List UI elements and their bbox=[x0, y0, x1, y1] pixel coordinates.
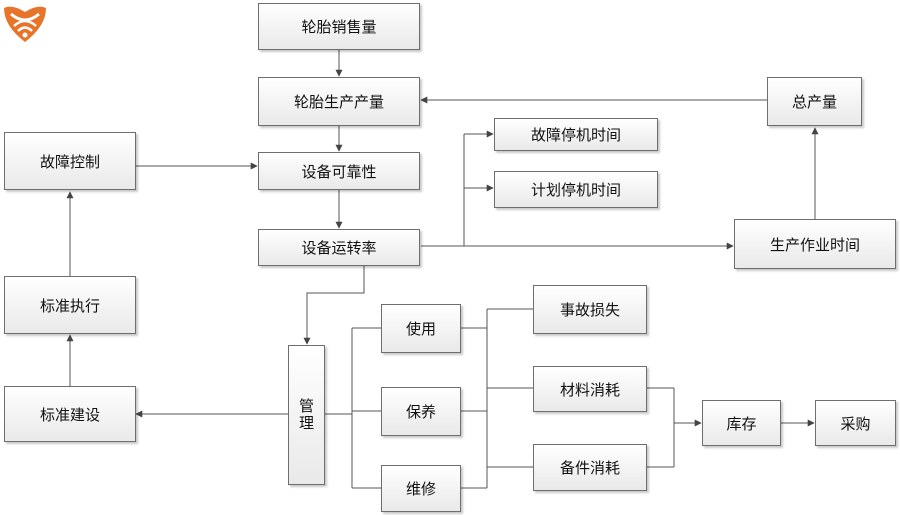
node-standard-construction: 标准建设 bbox=[4, 386, 136, 442]
node-tire-production: 轮胎生产产量 bbox=[258, 77, 420, 126]
node-usage: 使用 bbox=[381, 304, 461, 353]
node-inventory: 库存 bbox=[702, 400, 781, 446]
node-planned-downtime: 计划停机时间 bbox=[494, 171, 658, 208]
wifi-crest-logo-icon bbox=[4, 6, 46, 42]
node-tire-sales: 轮胎销售量 bbox=[258, 3, 420, 50]
node-material-consumption: 材料消耗 bbox=[533, 366, 647, 412]
node-standard-execution: 标准执行 bbox=[4, 276, 136, 334]
node-purchasing: 采购 bbox=[815, 400, 896, 446]
node-repair: 维修 bbox=[381, 465, 461, 512]
connector-utilization-trunk bbox=[421, 134, 465, 247]
node-equipment-utilization: 设备运转率 bbox=[258, 229, 420, 266]
node-equipment-reliability: 设备可靠性 bbox=[258, 152, 420, 190]
node-maintenance-care: 保养 bbox=[381, 387, 461, 436]
node-fault-control: 故障控制 bbox=[4, 132, 136, 190]
node-accident-loss: 事故损失 bbox=[533, 285, 647, 334]
node-total-output: 总产量 bbox=[767, 77, 862, 126]
node-management: 管理 bbox=[288, 345, 325, 485]
node-spare-parts-consumption: 备件消耗 bbox=[533, 444, 647, 491]
node-fault-downtime: 故障停机时间 bbox=[494, 118, 658, 151]
arrow-utilization-to-management bbox=[303, 266, 365, 345]
node-production-time: 生产作业时间 bbox=[734, 219, 896, 269]
